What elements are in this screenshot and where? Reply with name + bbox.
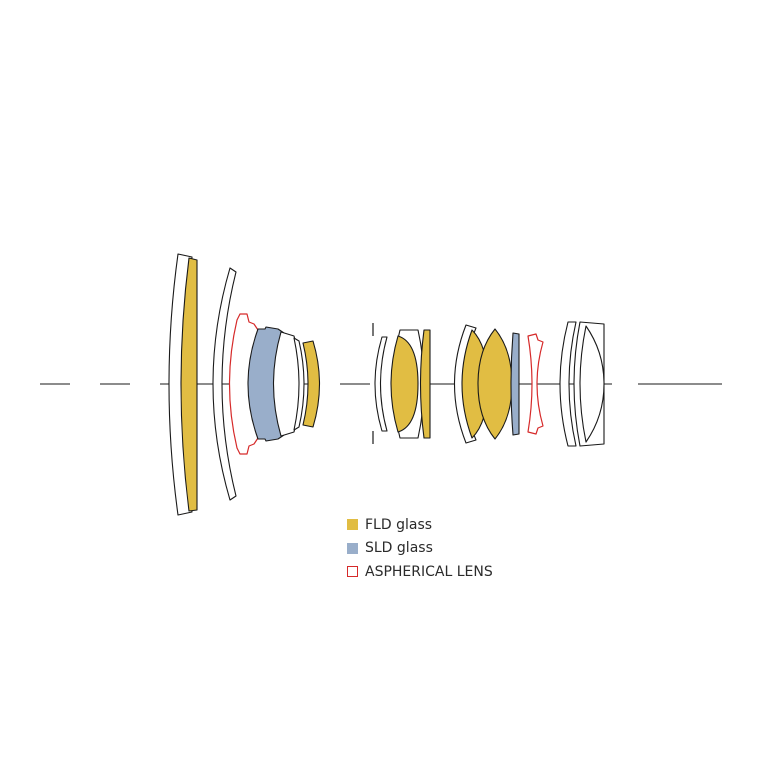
legend-label-aspherical: ASPHERICAL LENS <box>365 563 493 580</box>
rear-middle-lens-group <box>453 324 544 444</box>
legend-label-sld: SLD glass <box>365 540 433 557</box>
middle-lens-group <box>374 329 431 439</box>
sld-swatch <box>347 542 358 554</box>
lens-element-9 <box>374 336 388 432</box>
lens-element-17-aspherical <box>527 333 544 435</box>
lens-element-8-fld <box>302 340 321 428</box>
aspherical-swatch <box>347 566 358 578</box>
legend-item-sld: SLD glass <box>347 537 493 561</box>
front-lens-group <box>168 253 321 516</box>
lens-element-18 <box>559 321 577 447</box>
lens-element-12-fld <box>419 329 431 439</box>
lens-element-7 <box>293 337 305 431</box>
lens-element-3 <box>212 267 237 501</box>
lens-element-20 <box>579 325 605 443</box>
lens-element-11-fld <box>390 335 419 433</box>
rear-lens-group <box>559 321 605 447</box>
legend-item-aspherical: ASPHERICAL LENS <box>347 560 493 584</box>
lens-element-16-sld <box>510 332 520 436</box>
lens-element-2-fld <box>180 257 198 512</box>
legend: FLD glass SLD glass ASPHERICAL LENS <box>347 513 493 584</box>
lens-element-15-fld <box>477 328 513 440</box>
legend-label-fld: FLD glass <box>365 516 433 533</box>
legend-item-fld: FLD glass <box>347 513 493 537</box>
fld-swatch <box>347 519 358 531</box>
